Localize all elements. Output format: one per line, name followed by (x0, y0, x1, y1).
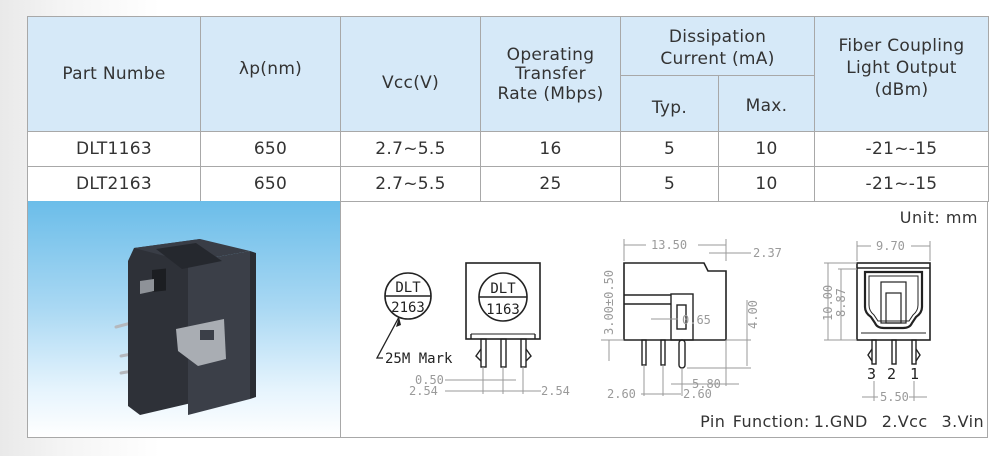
table-row: DLT2163 650 2.7~5.5 25 5 10 -21~-15 (27, 166, 989, 202)
dim-pin-len: 4.00 (746, 300, 760, 329)
unit-label: Unit: mm (899, 208, 978, 227)
front-view-diagram: 3 2 1 (821, 239, 931, 404)
table-row: DLT1163 650 2.7~5.5 16 5 10 -21~-15 (27, 131, 989, 167)
dim-side-pitch-left: 2.60 (607, 387, 636, 401)
cell-max: 10 (718, 166, 815, 202)
dim-span: 5.80 (692, 377, 721, 391)
dim-pin-dia: 0.65 (682, 313, 711, 327)
cell-vcc: 2.7~5.5 (340, 166, 481, 202)
optical-module-image (114, 239, 256, 415)
spec-sheet: Part Numbe λp(nm) Vcc(V) Operating Trans… (27, 16, 989, 438)
dim-width: 9.70 (876, 239, 905, 253)
cell-vcc: 2.7~5.5 (340, 131, 481, 167)
header-light-output-line2: Light Output (846, 58, 957, 78)
pin-number-3: 3 (867, 365, 876, 383)
dim-pin-span: 5.50 (880, 390, 909, 404)
header-max: Max. (718, 75, 815, 132)
cell-rate: 25 (480, 166, 621, 202)
marking-top-text: DLT (395, 280, 421, 296)
dim-height-body: 8.87 (834, 288, 848, 317)
header-dissipation-line1: Dissipation (668, 27, 767, 47)
header-light-output-line3: (dBm) (874, 80, 929, 100)
header-transfer-rate-line1: Operating (506, 44, 595, 65)
header-dissipation-current: Dissipation Current (mA) (620, 16, 815, 76)
cell-rate: 16 (480, 131, 621, 167)
pin-number-2: 2 (887, 365, 896, 383)
pin-function-label: Pin Function: (700, 412, 810, 431)
product-photo (28, 201, 341, 437)
cell-typ: 5 (620, 166, 719, 202)
cell-output: -21~-15 (814, 131, 989, 167)
dim-pitch-left: 2.54 (409, 384, 438, 398)
pin-2-function: 2.Vcc (881, 412, 928, 431)
mark-label: 25M Mark (385, 351, 453, 367)
side-view-diagram: 13.50 2.37 3.00±0.50 4.00 0.65 5.80 2.60… (601, 238, 782, 401)
dim-side-pitch-right: 2.60 (683, 387, 712, 401)
dim-height-total: 10.00 (821, 285, 835, 321)
pin-1-function: 1.GND (813, 412, 868, 431)
header-light-output: Fiber Coupling Light Output (dBm) (814, 16, 989, 132)
header-vcc: Vcc(V) (340, 16, 481, 132)
dim-length: 13.50 (651, 238, 687, 252)
dimension-drawing: DLT 2163 25M Mark DLT 1163 (375, 238, 931, 404)
pin-3-function: 3.Vin (941, 412, 984, 431)
header-wavelength: λp(nm) (200, 16, 341, 132)
cell-part: DLT1163 (27, 131, 201, 167)
cell-wavelength: 650 (200, 166, 341, 202)
header-transfer-rate-line2: Transfer (515, 63, 586, 84)
marking-circle-icon: DLT 2163 25M Mark (375, 272, 453, 367)
header-typ: Typ. (620, 75, 719, 132)
pin-function-legend: Pin Function:1.GND 2.Vcc 3.Vin (700, 412, 984, 431)
header-transfer-rate-line3: Rate (Mbps) (497, 83, 604, 104)
header-light-output-line1: Fiber Coupling (838, 36, 965, 56)
header-dissipation-line2: Current (mA) (660, 49, 775, 69)
marking-bottom-text: 2163 (391, 300, 425, 316)
dim-height-tol: 3.00±0.50 (602, 270, 616, 335)
marking-top-text-2: DLT (490, 281, 516, 297)
header-transfer-rate: Operating Transfer Rate (Mbps) (480, 16, 621, 132)
lower-section: Unit: mm DLT 2163 25M Mark (27, 201, 988, 438)
cell-typ: 5 (620, 131, 719, 167)
technical-drawing: Unit: mm DLT 2163 25M Mark (341, 201, 988, 437)
cell-max: 10 (718, 131, 815, 167)
cell-wavelength: 650 (200, 131, 341, 167)
dim-pin-width: 0.50 (415, 373, 444, 387)
dim-offset: 2.37 (753, 246, 782, 260)
spec-table: Part Numbe λp(nm) Vcc(V) Operating Trans… (27, 16, 989, 202)
cell-part: DLT2163 (27, 166, 201, 202)
pin-number-1: 1 (910, 365, 919, 383)
marking-bottom-text-2: 1163 (486, 302, 520, 318)
dim-pitch-right: 2.54 (541, 384, 570, 398)
header-part-number: Part Numbe (27, 16, 201, 132)
top-view-diagram: DLT 1163 (409, 262, 570, 398)
cell-output: -21~-15 (814, 166, 989, 202)
